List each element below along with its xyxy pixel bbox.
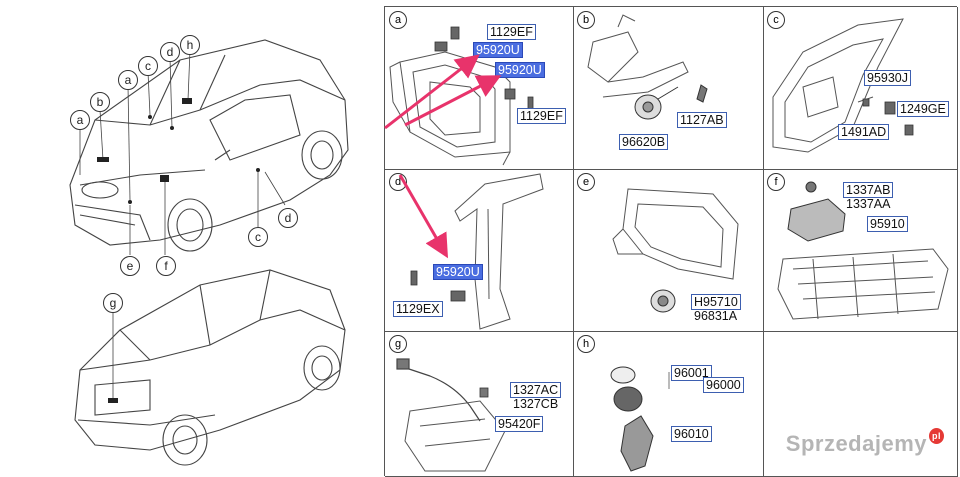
part-95420F: 95420F [495, 416, 544, 432]
panel-b-label: b [577, 11, 595, 29]
horn-bracket-drawing [587, 14, 708, 120]
rain-sensor-drawing [610, 366, 670, 472]
callout-a-top: a [118, 70, 138, 90]
panel-a-label: a [389, 11, 407, 29]
part-1129EF-bottom: 1129EF [517, 108, 566, 124]
part-1337AA: 1337AA [846, 197, 891, 211]
callout-d-side: d [278, 208, 298, 228]
car-drawings [69, 39, 349, 466]
front-car-leader-lines [79, 49, 286, 255]
part-95920U-a-left: 95920U [473, 42, 523, 58]
panel-b: b 96620B 1127AB [573, 7, 764, 170]
front-radar-bracket-drawing [389, 26, 534, 166]
part-96001: 96001 [671, 365, 712, 381]
panel-e-label: e [577, 173, 595, 191]
front-car-drawing [69, 39, 349, 252]
watermark-text: Sprzedajemy [785, 431, 927, 456]
parts-grid: a 1129EF 95920U 95920U 1129 [384, 6, 958, 477]
part-95920U-a-right: 95920U [495, 62, 545, 78]
panel-f-label: f [767, 173, 785, 191]
part-1129EF-top: 1129EF [487, 24, 536, 40]
b-pillar-sensor-drawing [410, 173, 544, 330]
panel-c: c 95930J 1249GE 1491AD [763, 7, 958, 170]
part-H95710: H95710 [691, 294, 741, 310]
part-1491AD: 1491AD [838, 124, 890, 140]
door-sensor-drawing [772, 18, 914, 153]
rear-car-drawing [74, 269, 346, 466]
panel-h: h 96001 96000 96010 [573, 331, 764, 477]
part-95930J: 95930J [864, 70, 912, 86]
panel-d: d 95920U 1129EX [385, 169, 574, 332]
callout-e: e [120, 256, 140, 276]
panel-e: e H95710 96831A [573, 169, 764, 332]
callout-b: b [90, 92, 110, 112]
part-1337AB: 1337AB [843, 182, 894, 198]
panel-c-label: c [767, 11, 785, 29]
airbag-module-drawing [777, 181, 949, 320]
part-1129EX: 1129EX [393, 301, 443, 317]
panel-g-label: g [389, 335, 407, 353]
callout-f: f [156, 256, 176, 276]
part-1327CB: 1327CB [513, 397, 559, 411]
part-96000: 96000 [703, 377, 744, 393]
rear-camera-drawing [396, 358, 506, 472]
vehicle-illustrations: a b c d h a c d e f g [0, 0, 378, 475]
callout-g: g [103, 293, 123, 313]
front-carrier-drawing [612, 188, 739, 313]
callout-h: h [180, 35, 200, 55]
part-96620B: 96620B [619, 134, 669, 150]
panel-f: f 1337AB 1337AA 95910 [763, 169, 958, 332]
part-95910: 95910 [867, 216, 908, 232]
part-1127AB: 1127AB [677, 112, 727, 128]
part-1327AC: 1327AC [510, 382, 562, 398]
callout-a-front: a [70, 110, 90, 130]
callout-d-top: d [160, 42, 180, 62]
part-1249GE: 1249GE [897, 101, 949, 117]
front-car-sensor-marks [97, 98, 260, 204]
panel-h-label: h [577, 335, 595, 353]
panel-g: g 1327AC 1327CB 95420F [385, 331, 574, 477]
callout-c-side: c [248, 227, 268, 247]
part-96831A: 96831A [694, 309, 738, 323]
callout-c-top: c [138, 56, 158, 76]
rear-camera-mark [108, 398, 118, 403]
panel-d-label: d [389, 173, 407, 191]
watermark-badge: pl [929, 428, 944, 444]
part-96010: 96010 [671, 426, 712, 442]
part-95920U-d: 95920U [433, 264, 483, 280]
panel-a: a 1129EF 95920U 95920U 1129 [385, 7, 574, 170]
